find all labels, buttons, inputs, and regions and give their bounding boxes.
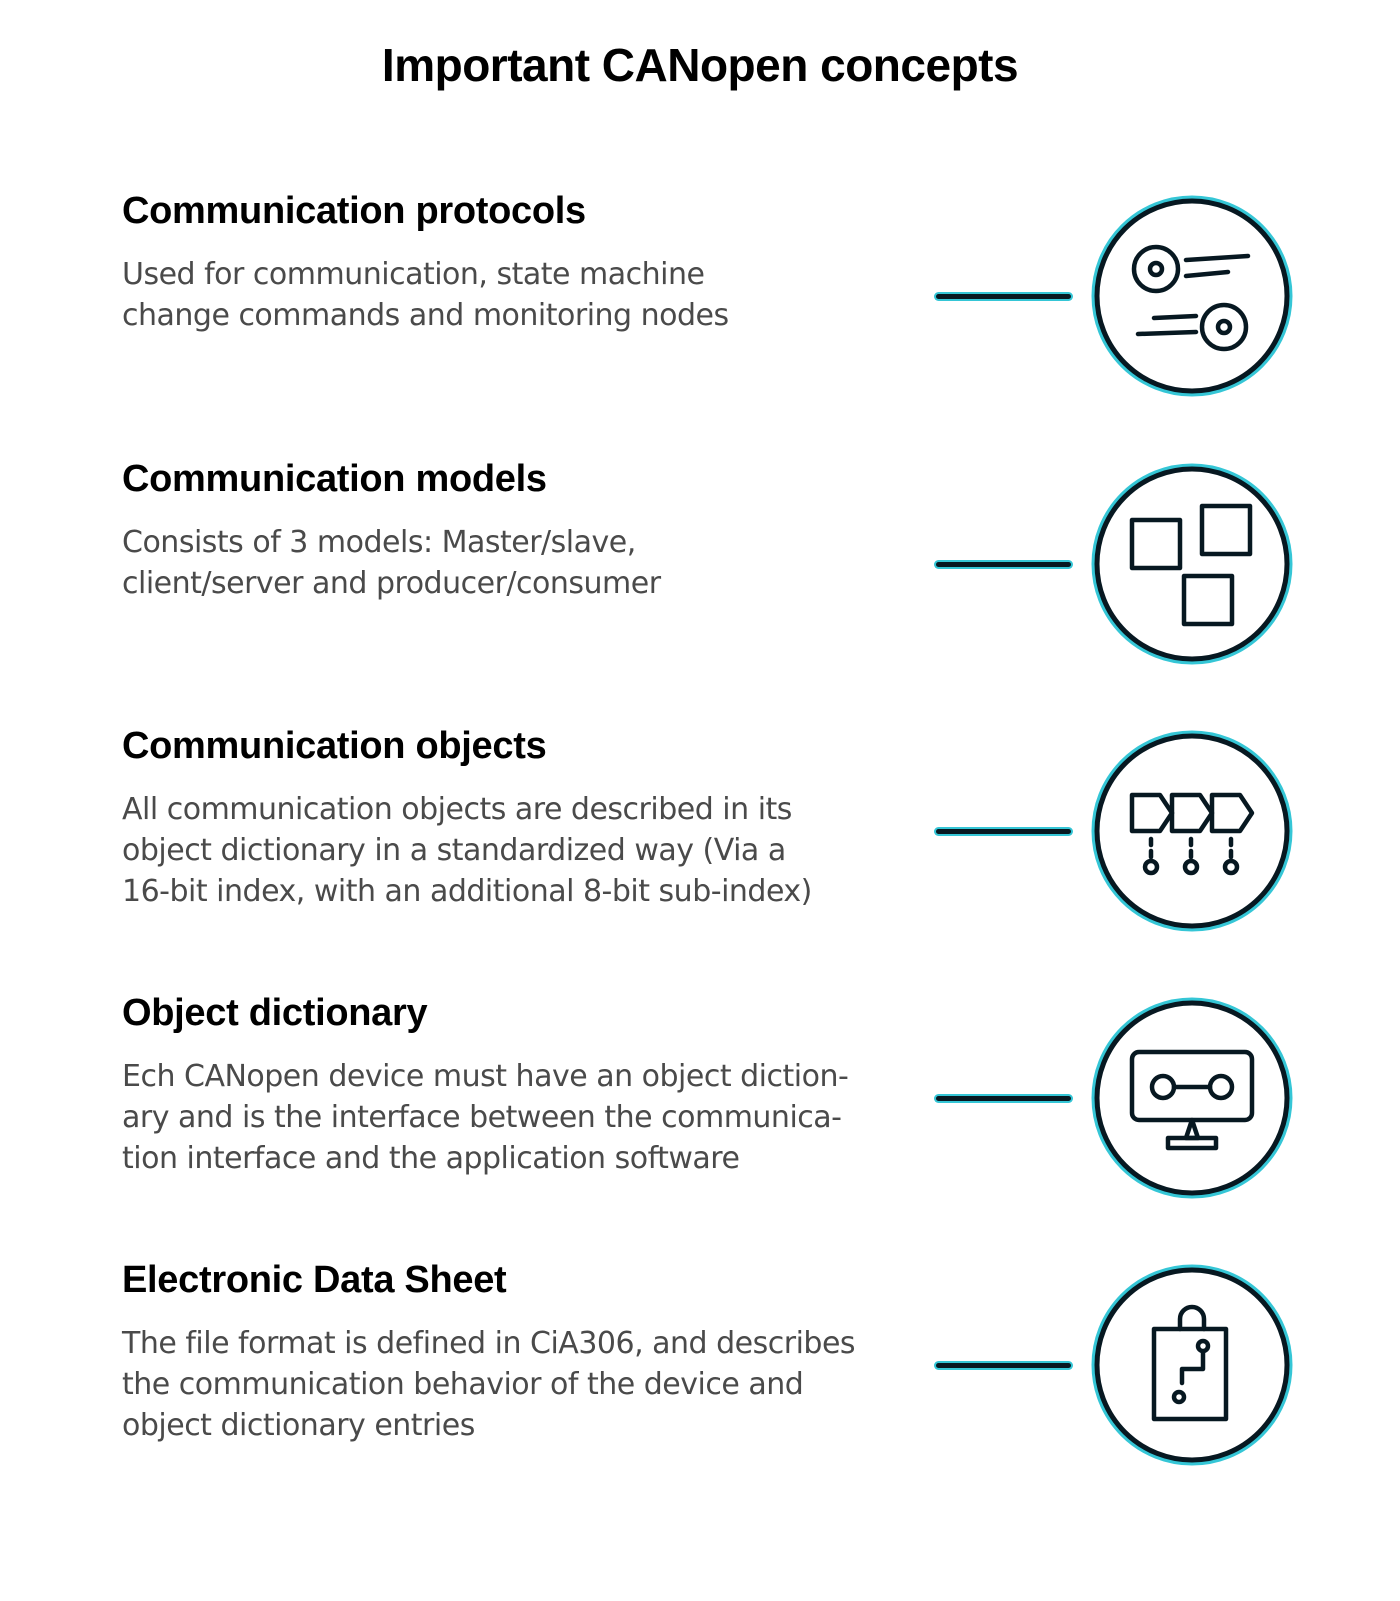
concept-description: Consists of 3 models: Master/slave, clie… <box>122 525 661 601</box>
concept-title: Communication objects <box>122 725 547 767</box>
dictionary-icon <box>1090 996 1294 1200</box>
connector-line <box>936 1096 1071 1101</box>
concept-electronic-data-sheet: Electronic Data Sheet The file format is… <box>0 1259 1400 1469</box>
concept-title: Communication protocols <box>122 190 586 232</box>
concept-title: Communication models <box>122 458 547 500</box>
concept-description: Ech CANopen device must have an object d… <box>122 1059 849 1176</box>
connector-line <box>936 1363 1071 1368</box>
concept-description: All communication objects are described … <box>122 792 812 909</box>
page-title: Important CANopen concepts <box>381 39 1019 91</box>
concept-communication-models: Communication models Consists of 3 model… <box>0 458 1400 668</box>
data-sheet-icon <box>1090 1263 1294 1467</box>
concept-communication-protocols: Communication protocols Used for communi… <box>0 190 1400 400</box>
objects-icon <box>1090 729 1294 933</box>
concept-description: The file format is defined in CiA306, an… <box>122 1326 856 1443</box>
concept-title: Electronic Data Sheet <box>122 1259 507 1301</box>
concept-communication-objects: Communication objects All communication … <box>0 725 1400 935</box>
connector-line <box>936 294 1071 299</box>
concept-object-dictionary: Object dictionary Ech CANopen device mus… <box>0 992 1400 1202</box>
concept-description: Used for communication, state machine ch… <box>122 257 729 333</box>
connector-line <box>936 562 1071 567</box>
protocols-icon <box>1090 194 1294 398</box>
models-icon <box>1090 462 1294 666</box>
concept-title: Object dictionary <box>122 992 428 1034</box>
connector-line <box>936 829 1071 834</box>
